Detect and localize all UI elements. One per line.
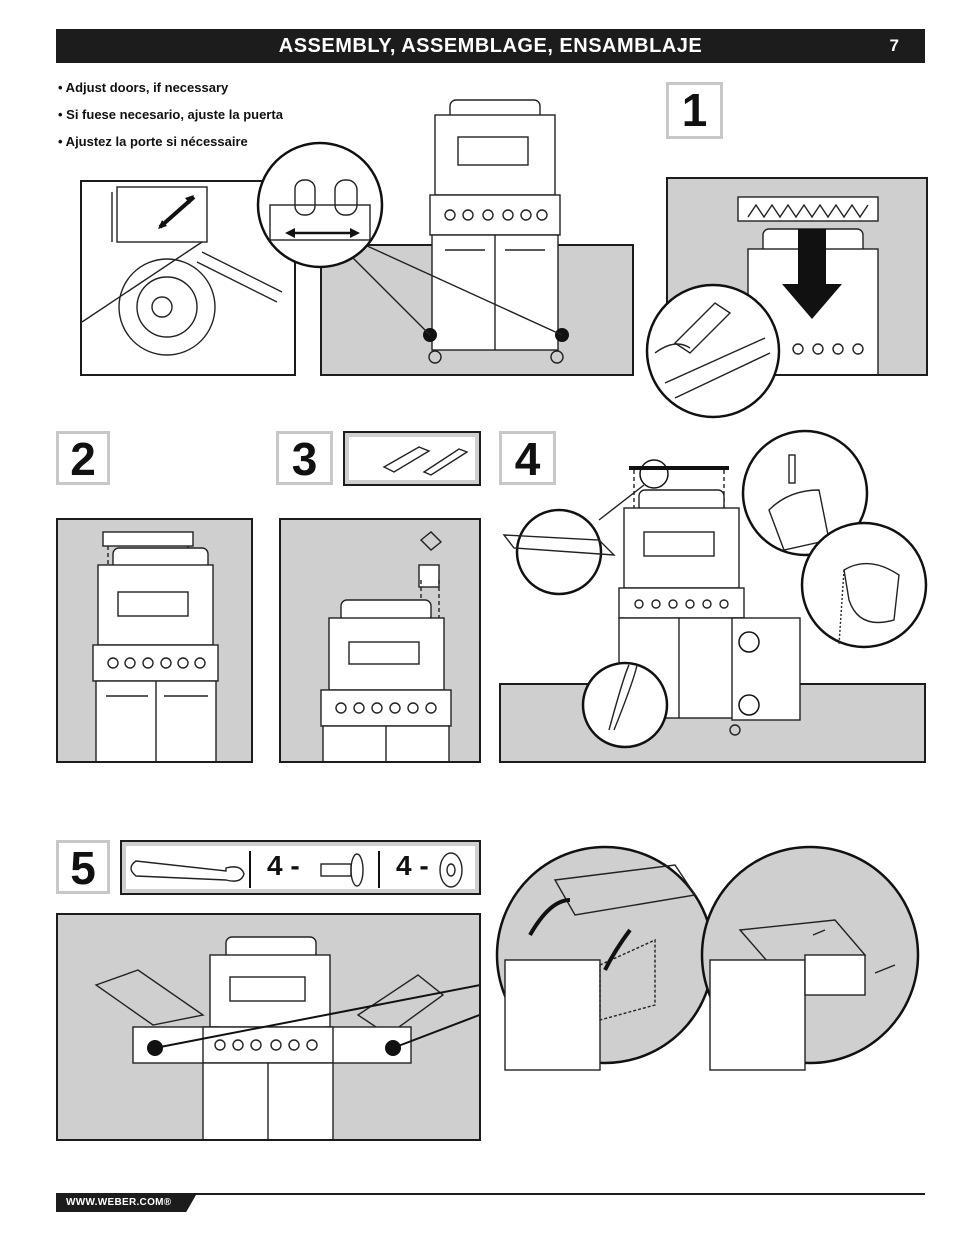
step-4-number: 4	[499, 431, 556, 485]
step-5-illustration	[94, 936, 479, 1139]
step-5-parts-box: 4 - 4 -	[120, 840, 481, 895]
grill-front-illustration	[423, 99, 569, 364]
step-5-parts-inner: 4 - 4 -	[126, 846, 475, 889]
step-3-parts-box	[343, 431, 481, 486]
step-4-label: 4	[514, 433, 541, 485]
step-3-panel	[279, 518, 481, 763]
step-2-illustration	[92, 531, 219, 761]
instruction-english: • Adjust doors, if necessary	[58, 80, 229, 95]
step-5-number: 5	[56, 840, 110, 894]
step-3-illustration	[320, 531, 452, 761]
step-2-number: 2	[56, 431, 110, 485]
step-3-label: 3	[291, 433, 318, 485]
instruction-spanish: • Si fuese necesario, ajuste la puerta	[58, 107, 283, 122]
step-1-label: 1	[681, 84, 708, 136]
screw-count: 4 -	[267, 850, 300, 881]
header-bar: ASSEMBLY, ASSEMBLAGE, ENSAMBLAJE 7	[56, 29, 925, 63]
footer-url: WWW.WEBER.COM®	[66, 1197, 172, 1208]
step-2-label: 2	[70, 433, 96, 485]
washer-count: 4 -	[396, 850, 429, 881]
instruction-french: • Ajustez la porte si nécessaire	[58, 134, 248, 149]
step-5-magnifiers	[495, 845, 920, 1071]
step-5-label: 5	[70, 842, 96, 894]
warming-rack-part-icon	[382, 446, 469, 476]
step-1-number: 1	[666, 82, 723, 139]
step-4-illustration	[502, 429, 928, 749]
step-1-magnifier	[645, 283, 781, 419]
footer-rule	[56, 1193, 925, 1195]
page-number: 7	[889, 36, 899, 55]
step-2-panel	[56, 518, 253, 763]
wrench-part-icon	[130, 851, 463, 888]
step-5-panel	[56, 913, 481, 1141]
step-3-number: 3	[276, 431, 333, 485]
hinge-magnifier	[256, 141, 563, 336]
door-hinge-illustration	[82, 186, 283, 356]
footer-tab: WWW.WEBER.COM®	[56, 1195, 196, 1212]
step-3-parts-inner	[349, 437, 475, 480]
page-title: ASSEMBLY, ASSEMBLAGE, ENSAMBLAJE	[278, 35, 703, 57]
